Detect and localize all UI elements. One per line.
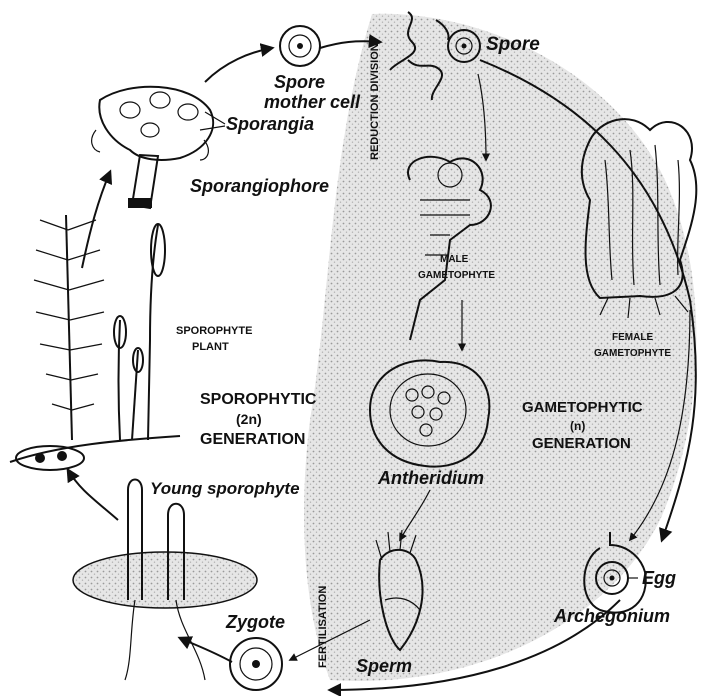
label-sporangiophore: Sporangiophore — [190, 176, 329, 196]
young-sporophyte-figure — [73, 480, 257, 681]
label-sporophytic-2: (2n) — [236, 411, 262, 427]
label-sporophyte-plant-1: SPOROPHYTE — [176, 325, 252, 337]
label-sperm: Sperm — [356, 656, 412, 676]
label-egg: Egg — [642, 568, 676, 588]
label-zygote: Zygote — [225, 612, 285, 632]
label-spore: Spore — [486, 34, 540, 55]
label-sporophytic-3: GENERATION — [200, 431, 305, 448]
cycle-outline-to-spore-mother — [205, 48, 272, 82]
sporophyte-plant-figure — [10, 215, 180, 470]
label-spore-mother-cell-1: Spore — [274, 72, 325, 92]
spore-mother-cell-figure — [280, 26, 320, 66]
label-spore-mother-cell-2: mother cell — [264, 92, 361, 112]
label-young-sporophyte: Young sporophyte — [150, 479, 300, 498]
cycle-outline-zygote-to-young — [180, 638, 232, 662]
cycle-outline-left-down — [68, 470, 118, 520]
label-antheridium: Antheridium — [377, 468, 484, 488]
label-reduction-division: REDUCTION DIVISION — [369, 43, 381, 160]
label-sporophytic-1: SPOROPHYTIC — [200, 391, 317, 408]
label-male-gametophyte-1: MALE — [440, 254, 469, 265]
label-sporophyte-plant-2: PLANT — [192, 341, 229, 353]
label-gametophytic-3: GENERATION — [532, 435, 631, 452]
label-gametophytic-2: (n) — [570, 419, 585, 433]
label-fertilisation: FERTILISATION — [317, 586, 329, 668]
zygote-figure — [230, 638, 282, 690]
label-male-gametophyte-2: GAMETOPHYTE — [418, 270, 495, 281]
label-sporangia: Sporangia — [226, 114, 314, 134]
label-archegonium: Archegonium — [553, 606, 670, 626]
label-female-gametophyte-2: GAMETOPHYTE — [594, 348, 671, 359]
label-gametophytic-1: GAMETOPHYTIC — [522, 399, 643, 416]
label-female-gametophyte-1: FEMALE — [612, 332, 653, 343]
